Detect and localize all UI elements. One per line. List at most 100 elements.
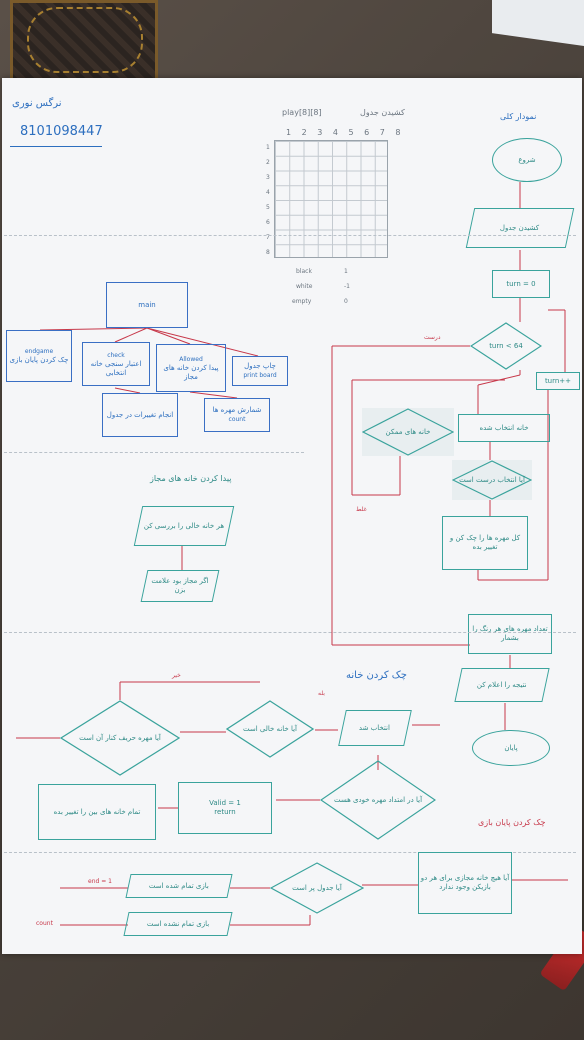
- check-q3-label: آیا مهره حریف کنار آن است: [79, 733, 161, 742]
- turn-check-node: turn < 64: [470, 322, 542, 370]
- author-id: 8101098447: [20, 124, 103, 139]
- draw-table-label: کشیدن جدول: [500, 223, 540, 232]
- endgame-q1-label: آیا هیچ خانه مجازی برای هر دو بازیکن وجو…: [420, 874, 510, 891]
- main-flow-title: نمودار کلی: [500, 112, 537, 121]
- label-yes-main: درست: [424, 334, 441, 341]
- check-q4-shape: [320, 760, 436, 840]
- row-number-5: 5: [266, 204, 270, 211]
- turn-check-label: turn < 64: [489, 341, 523, 350]
- check-mark-yes: بله: [318, 690, 325, 697]
- check-flip-node: تمام خانه های بین را تغییر بده: [38, 784, 156, 840]
- check-q2-node: آیا خانه خالی است: [226, 700, 314, 758]
- allowed-step2-label: اگر مجاز بود علامت بزن: [151, 577, 209, 594]
- endgame-q2-shape: [270, 862, 364, 914]
- selection-valid-shape: [452, 460, 532, 500]
- count-pieces-label: تعداد مهره های هر رنگ را بشمار: [472, 625, 548, 642]
- endgame-q1-node: آیا هیچ خانه مجازی برای هر دو بازیکن وجو…: [418, 852, 512, 914]
- row-number-6: 6: [266, 219, 270, 226]
- update-pieces-node: کل مهره ها را چک کن و تغییر بده: [442, 516, 528, 570]
- tree-root-label: main: [138, 300, 156, 309]
- selection-valid-label: آیا انتخاب درست است: [459, 475, 525, 484]
- endgame-r1-node: بازی تمام شده است: [125, 874, 233, 898]
- row-number-2: 2: [266, 159, 270, 166]
- legend-empty-value: 0: [344, 298, 348, 305]
- announce-label: نتیجه را اعلام کن: [477, 680, 527, 689]
- separator-4: [4, 852, 576, 853]
- tree-allowed-node: Allowed پیدا کردن خانه های مجاز: [156, 344, 226, 392]
- author-name: نرگس نوری: [12, 98, 62, 109]
- grid-col-numbers: 1 2 3 4 5 6 7 8: [286, 128, 405, 137]
- endgame-q2-label: آیا جدول پر است: [292, 883, 342, 892]
- possible-cells-node: خانه های ممکن: [362, 408, 454, 456]
- tree-check-text: اعتبار سنجی خانه انتخابی: [90, 359, 142, 377]
- legend-white-value: -1: [344, 283, 350, 290]
- tree-allowed-name: Allowed: [179, 355, 203, 363]
- end-label: پایان: [504, 743, 518, 752]
- check-q2-label: آیا خانه خالی است: [243, 724, 297, 733]
- tree-allowed-text: پیدا کردن خانه های مجاز: [163, 363, 219, 381]
- selected-cell-node: خانه انتخاب شده: [458, 414, 550, 442]
- allowed-step2-node: اگر مجاز بود علامت بزن: [140, 570, 220, 602]
- draw-table-node: کشیدن جدول: [465, 208, 575, 248]
- board-grid: [274, 140, 388, 258]
- label-no-main: غلط: [356, 506, 367, 513]
- tree-print-text: چاپ جدول: [244, 362, 276, 370]
- check-result-return: return: [214, 808, 236, 816]
- possible-cells-label: خانه های ممکن: [385, 427, 431, 436]
- tree-endgame-name: endgame: [24, 348, 54, 355]
- background-rug: [10, 0, 158, 85]
- announce-node: نتیجه را اعلام کن: [454, 668, 550, 702]
- row-number-4: 4: [266, 189, 270, 196]
- check-result-valid: Valid = 1: [209, 799, 241, 807]
- check-q1-node: انتخاب شد: [338, 710, 412, 746]
- check-q3-shape: [60, 700, 180, 776]
- check-q1-label: انتخاب شد: [359, 723, 391, 732]
- turn-increment-label: turn++: [544, 376, 572, 385]
- endgame-label-b: count: [36, 920, 53, 927]
- count-pieces-node: تعداد مهره های هر رنگ را بشمار: [468, 614, 552, 654]
- tree-change-node: انجام تغییرات در جدول: [102, 393, 178, 437]
- turn-check-shape: [470, 322, 542, 370]
- check-q2-shape: [226, 700, 314, 758]
- turn-init-node: turn = 0: [492, 270, 550, 298]
- tree-endgame-text: چک کردن پایان بازی: [9, 356, 69, 364]
- turn-init-label: turn = 0: [506, 279, 536, 288]
- tree-root-node: main: [106, 282, 188, 328]
- tree-print-node: چاپ جدول print board: [232, 356, 288, 386]
- allowed-step1-label: هر خانه خالی را بررسی کن: [143, 521, 225, 530]
- endgame-r1-label: بازی تمام شده است: [149, 881, 209, 890]
- row-number-1: 1: [266, 144, 270, 151]
- tree-check-name: check: [107, 351, 125, 359]
- separator-3: [4, 632, 576, 633]
- endgame-q2-node: آیا جدول پر است: [270, 862, 364, 914]
- update-pieces-label: کل مهره ها را چک کن و تغییر بده: [449, 534, 521, 551]
- tree-count-text: شمارش مهره ها: [212, 406, 262, 414]
- endgame-label-a: end = 1: [88, 878, 112, 885]
- tree-count-name: count: [228, 416, 246, 423]
- check-q4-node: آیا در امتداد مهره خودی هست: [320, 760, 436, 840]
- tree-check-node: check اعتبار سنجی خانه انتخابی: [82, 342, 150, 386]
- tree-change-text: انجام تغییرات در جدول: [106, 410, 174, 419]
- row-number-7: 7: [266, 234, 270, 241]
- row-number-8: 8: [266, 249, 270, 256]
- possible-cells-shape: [362, 408, 454, 456]
- start-label: شروع: [518, 155, 536, 164]
- check-q4-label: آیا در امتداد مهره خودی هست: [333, 795, 423, 804]
- check-q3-node: آیا مهره حریف کنار آن است: [60, 700, 180, 776]
- allowed-section-title: پیدا کردن خانه های مجاز: [150, 474, 232, 483]
- rug-pattern: [27, 7, 143, 73]
- legend-white-label: white: [296, 283, 313, 290]
- check-section-title: چک کردن خانه: [346, 670, 407, 681]
- check-result-node: Valid = 1 return: [178, 782, 272, 834]
- endgame-r2-node: بازی تمام نشده است: [123, 912, 233, 936]
- legend-black-label: black: [296, 268, 312, 275]
- grid-subtitle: کشیدن جدول: [360, 108, 405, 117]
- end-node: پایان: [472, 730, 550, 766]
- tree-count-node: شمارش مهره ها count: [204, 398, 270, 432]
- legend-black-value: 1: [344, 268, 348, 275]
- check-mark-no: خیر: [172, 672, 181, 679]
- endgame-r2-label: بازی تمام نشده است: [146, 919, 210, 928]
- endgame-section-title: چک کردن پایان بازی: [478, 818, 546, 827]
- separator-2: [4, 452, 304, 453]
